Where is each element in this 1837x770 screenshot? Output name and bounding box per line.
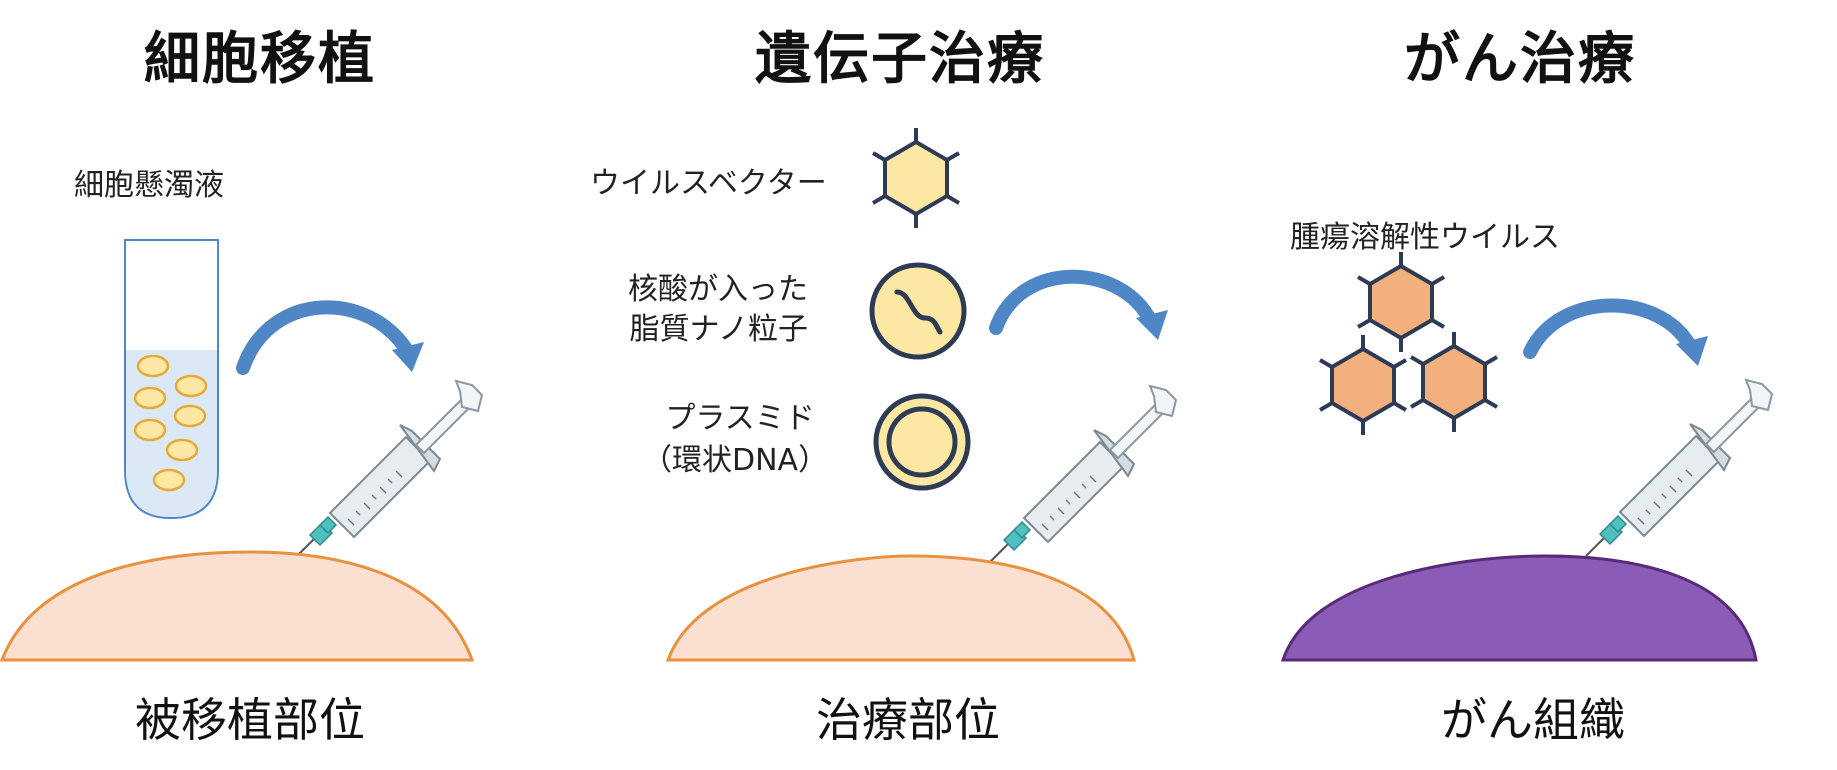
lipid-nanoparticle-icon bbox=[869, 262, 967, 360]
syringe-icon bbox=[989, 385, 1177, 563]
lipid-nanoparticle-label-line1: 核酸が入った bbox=[628, 272, 808, 307]
arrow-head-1 bbox=[392, 342, 424, 372]
arrow-curve-icon bbox=[989, 269, 1157, 335]
lipid-nanoparticle-label: 核酸が入った 脂質ナノ粒子 bbox=[628, 270, 808, 350]
arrow-head-3 bbox=[1676, 336, 1708, 366]
panel-title-gene-therapy: 遺伝子治療 bbox=[755, 27, 1045, 92]
oncolytic-virus-label: 腫瘍溶解性ウイルス bbox=[1290, 220, 1560, 255]
hexagon-virus-icon bbox=[871, 126, 961, 230]
cancer-tissue bbox=[1280, 554, 1758, 662]
hexagon-virus-icon bbox=[1356, 250, 1446, 354]
cell-suspension-label: 細胞懸濁液 bbox=[74, 168, 224, 203]
arrow-head-2 bbox=[1136, 310, 1168, 340]
arrow-curve-icon bbox=[236, 300, 415, 375]
arrow-curve-icon bbox=[1523, 298, 1697, 359]
site-label-transplant: 被移植部位 bbox=[135, 693, 365, 747]
plasmid-label-line2: （環状DNA） bbox=[642, 443, 829, 478]
treatment-site bbox=[665, 554, 1136, 662]
plasmid-icon bbox=[873, 393, 971, 491]
panel-title-cell-transplant: 細胞移植 bbox=[144, 27, 376, 92]
hexagon-virus-icon bbox=[1409, 330, 1499, 434]
panel-title-cancer-therapy: がん治療 bbox=[1404, 27, 1636, 92]
hexagon-virus-icon bbox=[1318, 333, 1408, 437]
oncolytic-virus-cluster bbox=[1318, 250, 1499, 437]
viral-vector-label: ウイルスベクター bbox=[590, 166, 827, 201]
site-label-cancer: がん組織 bbox=[1441, 693, 1625, 747]
syringe-icon bbox=[295, 380, 483, 558]
plasmid-label-line1: プラスミド bbox=[665, 401, 815, 436]
site-label-treatment: 治療部位 bbox=[816, 693, 1000, 747]
syringe-icon bbox=[1585, 379, 1773, 557]
plasmid-label: プラスミド （環状DNA） bbox=[642, 398, 828, 482]
suspended-cells bbox=[133, 354, 208, 492]
transplant-site bbox=[0, 550, 475, 662]
lipid-nanoparticle-label-line2: 脂質ナノ粒子 bbox=[629, 312, 809, 347]
